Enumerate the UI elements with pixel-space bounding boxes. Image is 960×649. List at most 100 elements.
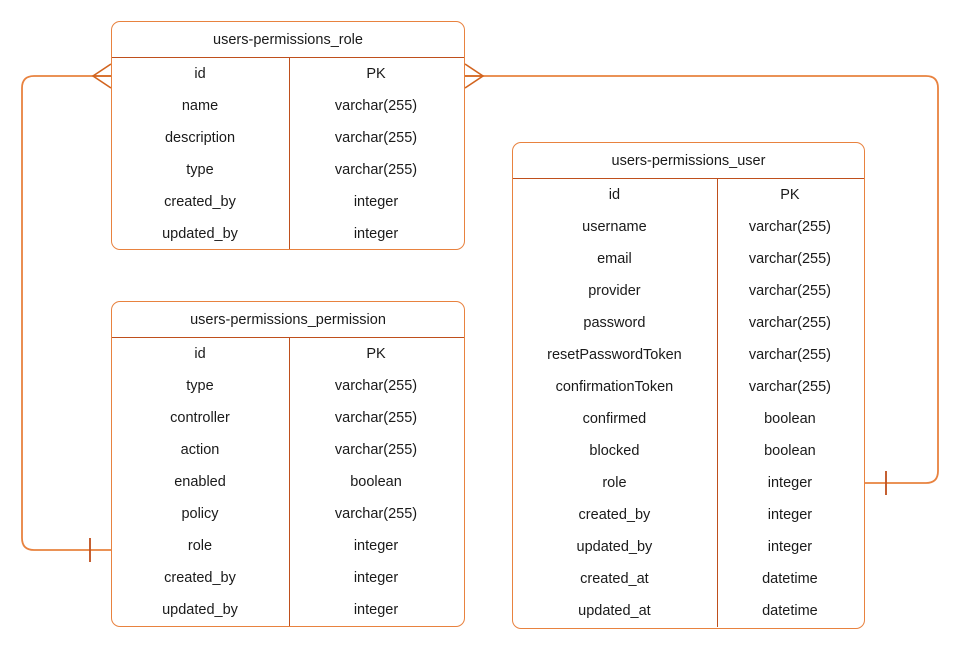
field-name: id	[194, 346, 206, 362]
field-name: username	[582, 219, 647, 235]
field-row[interactable]: provider varchar(255)	[513, 275, 864, 307]
field-row[interactable]: created_by integer	[513, 499, 864, 531]
field-row[interactable]: type varchar(255)	[112, 154, 464, 186]
field-row[interactable]: created_by integer	[112, 186, 464, 218]
field-name: provider	[588, 283, 641, 299]
field-type: PK	[780, 187, 800, 203]
entity-title-user: users-permissions_user	[513, 143, 864, 179]
connector-role-user	[464, 63, 939, 495]
field-name: created_by	[164, 194, 236, 210]
field-type: varchar(255)	[334, 378, 418, 394]
field-name: created_at	[580, 571, 649, 587]
field-name: enabled	[174, 474, 226, 490]
field-name: role	[602, 475, 627, 491]
column-divider	[289, 338, 290, 626]
field-type: varchar(255)	[748, 379, 832, 395]
entity-title-permission: users-permissions_permission	[112, 302, 464, 338]
field-row[interactable]: updated_by integer	[112, 218, 464, 249]
entity-fields-permission: id PK type varchar(255) controller varchar(25…	[112, 338, 464, 626]
field-row[interactable]: role integer	[112, 530, 464, 562]
field-row[interactable]: updated_by integer	[513, 531, 864, 563]
field-row[interactable]: confirmationToken varchar(255)	[513, 371, 864, 403]
field-row[interactable]: controller varchar(255)	[112, 402, 464, 434]
field-type: integer	[353, 226, 399, 242]
field-type: boolean	[764, 443, 816, 459]
field-name: password	[583, 315, 646, 331]
field-name: controller	[170, 410, 230, 426]
connector-role-permission	[21, 63, 112, 562]
field-name: updated_by	[162, 226, 238, 242]
field-type: integer	[767, 539, 813, 555]
field-type: integer	[353, 194, 399, 210]
field-row[interactable]: id PK	[112, 338, 464, 370]
field-row[interactable]: blocked boolean	[513, 435, 864, 467]
field-name: blocked	[589, 443, 640, 459]
field-name: resetPasswordToken	[547, 347, 682, 363]
field-name: updated_at	[578, 603, 651, 619]
field-row[interactable]: name varchar(255)	[112, 90, 464, 122]
field-type: datetime	[762, 571, 818, 587]
field-type: varchar(255)	[748, 251, 832, 267]
field-row[interactable]: type varchar(255)	[112, 370, 464, 402]
field-name: policy	[181, 506, 219, 522]
field-type: varchar(255)	[748, 347, 832, 363]
field-type: integer	[353, 570, 399, 586]
field-type: varchar(255)	[334, 98, 418, 114]
field-row[interactable]: password varchar(255)	[513, 307, 864, 339]
field-row[interactable]: created_by integer	[112, 562, 464, 594]
field-name: type	[186, 162, 214, 178]
crowsfoot-many-role-right	[464, 63, 485, 89]
column-divider	[289, 58, 290, 249]
field-type: varchar(255)	[334, 130, 418, 146]
entity-fields-role: id PK name varchar(255) description varchar(2…	[112, 58, 464, 249]
field-name: confirmed	[582, 411, 647, 427]
field-type: varchar(255)	[334, 442, 418, 458]
field-type: boolean	[764, 411, 816, 427]
field-type: varchar(255)	[748, 219, 832, 235]
field-name: email	[597, 251, 632, 267]
field-name: description	[164, 130, 236, 146]
field-row[interactable]: email varchar(255)	[513, 243, 864, 275]
field-type: varchar(255)	[748, 315, 832, 331]
field-type: integer	[767, 507, 813, 523]
field-type: varchar(255)	[334, 410, 418, 426]
field-row[interactable]: resetPasswordToken varchar(255)	[513, 339, 864, 371]
field-name: type	[186, 378, 214, 394]
field-type: varchar(255)	[748, 283, 832, 299]
entity-title-role: users-permissions_role	[112, 22, 464, 58]
column-divider	[717, 179, 718, 627]
field-row[interactable]: role integer	[513, 467, 864, 499]
field-type: integer	[767, 475, 813, 491]
field-type: integer	[353, 538, 399, 554]
field-name: created_by	[578, 507, 651, 523]
field-row[interactable]: action varchar(255)	[112, 434, 464, 466]
field-name: role	[187, 538, 213, 554]
field-name: name	[181, 98, 219, 114]
field-row[interactable]: id PK	[513, 179, 864, 211]
field-name: id	[608, 187, 621, 203]
field-name: confirmationToken	[555, 379, 674, 395]
field-row[interactable]: username varchar(255)	[513, 211, 864, 243]
field-name: id	[194, 66, 206, 82]
field-name: action	[180, 442, 220, 458]
entity-fields-user: id PK username varchar(255) email varchar(255…	[513, 179, 864, 627]
field-row[interactable]: confirmed boolean	[513, 403, 864, 435]
field-row[interactable]: description varchar(255)	[112, 122, 464, 154]
field-type: integer	[353, 602, 399, 618]
field-type: PK	[366, 346, 386, 362]
field-type: PK	[366, 66, 386, 82]
field-type: varchar(255)	[334, 162, 418, 178]
field-name: created_by	[164, 570, 236, 586]
field-row[interactable]: id PK	[112, 58, 464, 90]
field-name: updated_by	[576, 539, 653, 555]
field-row[interactable]: created_at datetime	[513, 563, 864, 595]
